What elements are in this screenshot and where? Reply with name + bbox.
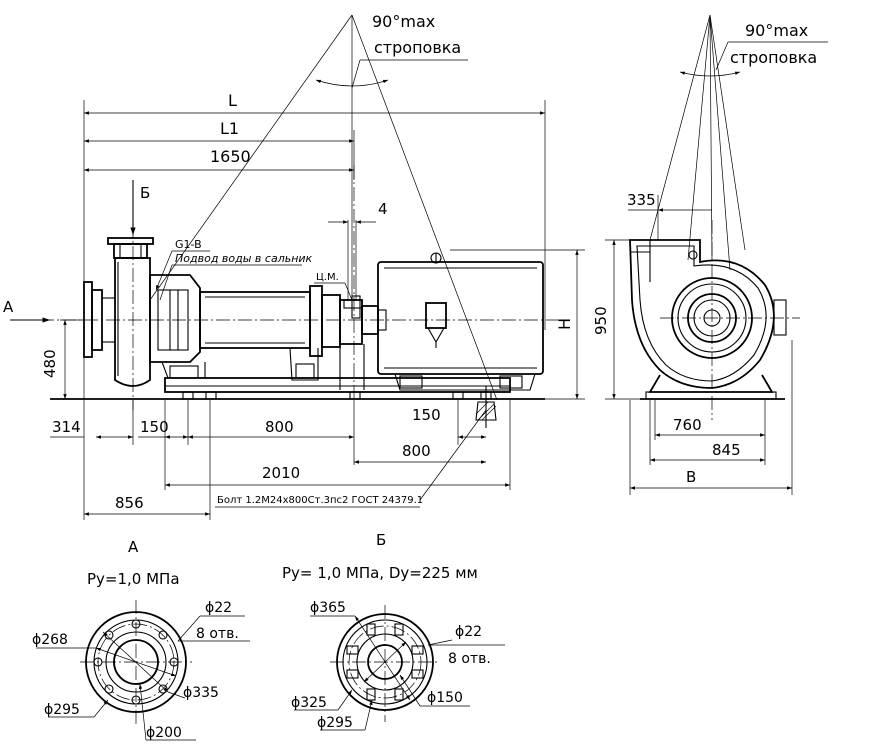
flange-a-holes: 8 отв. bbox=[196, 626, 239, 642]
flange-b-d150: ϕ150 bbox=[427, 690, 463, 706]
sling-angle-label: 90°max bbox=[372, 12, 435, 31]
dim-800-left: 800 bbox=[265, 418, 294, 436]
flange-b-d295: ϕ295 bbox=[317, 715, 353, 731]
dim-2010: 2010 bbox=[262, 464, 300, 482]
flange-b-d365: ϕ365 bbox=[310, 600, 346, 616]
dim-845: 845 bbox=[712, 441, 741, 459]
flange-b-title: Б bbox=[376, 531, 386, 549]
end-sling-lines bbox=[649, 14, 828, 271]
dim-150-left: 150 bbox=[140, 418, 169, 436]
dim-760: 760 bbox=[673, 416, 702, 434]
intermediate-housing bbox=[199, 291, 319, 381]
sling-label: строповка bbox=[374, 38, 461, 57]
motor bbox=[377, 252, 544, 391]
flange-b-d22: ϕ22 bbox=[455, 624, 482, 640]
sling-lines bbox=[149, 14, 498, 401]
end-sling-angle-label: 90°max bbox=[745, 21, 808, 40]
flange-a-d200: ϕ200 bbox=[146, 725, 182, 741]
flange-a-d22: ϕ22 bbox=[205, 600, 232, 616]
flange-b-view: Б Ру= 1,0 МПа, Dу=225 мм ϕ365 ϕ2 bbox=[282, 531, 505, 731]
water-note: Подвод воды в сальник bbox=[175, 252, 313, 265]
end-sling-label: строповка bbox=[730, 48, 817, 67]
side-view: 90°max строповка L L1 1650 4 Б A G1-B По… bbox=[3, 12, 585, 520]
dim-950: 950 bbox=[592, 306, 610, 335]
dim-335: 335 bbox=[627, 191, 656, 209]
dim-L1: L1 bbox=[220, 119, 239, 138]
flange-b-d325: ϕ325 bbox=[291, 695, 327, 711]
flange-b-holes: 8 отв. bbox=[448, 651, 491, 667]
dim-4: 4 bbox=[378, 200, 388, 218]
coupling bbox=[309, 285, 379, 390]
flange-a-pressure: Ру=1,0 МПа bbox=[87, 570, 180, 588]
dim-B: B bbox=[686, 468, 696, 486]
flange-a-d335: ϕ335 bbox=[183, 685, 219, 701]
dim-1650: 1650 bbox=[210, 147, 251, 166]
view-b-label: Б bbox=[140, 184, 150, 202]
flange-a-view: A Ру=1,0 МПа ϕ268 ϕ22 8 bbox=[32, 538, 250, 741]
dim-800-right: 800 bbox=[402, 442, 431, 460]
bolt-note: Болт 1.2М24х800Ст.3пс2 ГОСТ 24379.1 bbox=[217, 495, 423, 506]
dim-856: 856 bbox=[115, 494, 144, 512]
base-frame bbox=[50, 377, 545, 428]
dim-H: H bbox=[555, 318, 574, 330]
dim-480: 480 bbox=[41, 349, 59, 378]
dim-150-right: 150 bbox=[412, 406, 441, 424]
end-view: 90°max строповка 335 bbox=[592, 14, 828, 495]
pump-casing bbox=[83, 237, 206, 387]
flange-b-pressure: Ру= 1,0 МПа, Dу=225 мм bbox=[282, 564, 478, 582]
flange-a-d268: ϕ268 bbox=[32, 632, 68, 648]
flange-a-title: A bbox=[128, 538, 139, 556]
end-volute bbox=[629, 239, 787, 400]
g1-label: G1-B bbox=[175, 238, 202, 251]
view-a-label: A bbox=[3, 298, 14, 316]
flange-a-d295: ϕ295 bbox=[44, 702, 80, 718]
dim-L: L bbox=[228, 91, 237, 110]
cm-label: Ц.М. bbox=[316, 272, 339, 283]
dim-314: 314 bbox=[52, 418, 81, 436]
